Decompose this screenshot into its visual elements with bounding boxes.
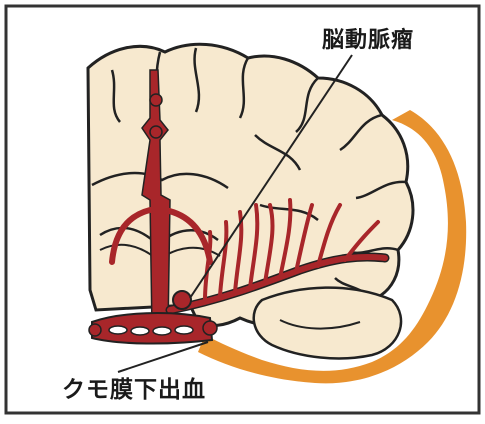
aneurysm-label: 脳動脈瘤 [322,22,414,54]
temporal-lobe [254,288,401,359]
subarachnoid-hemorrhage-label: クモ膜下出血 [62,370,206,404]
circle-of-willis [89,313,217,343]
aneurysm-bulge [173,291,191,309]
